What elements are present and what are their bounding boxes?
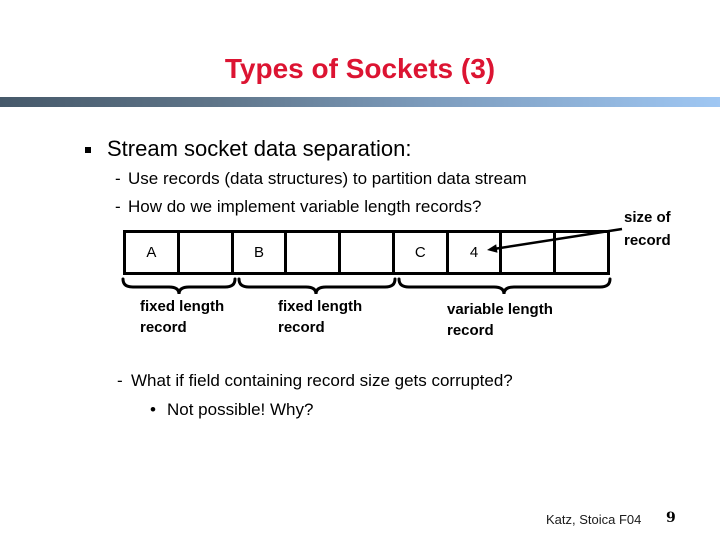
record-cell-empty-2	[287, 233, 342, 272]
record-cell-c: C	[395, 233, 449, 272]
sub-bullet-2-dash: -	[115, 197, 121, 216]
brace-fixed-record-2	[237, 277, 397, 295]
record-cell-b: B	[234, 233, 288, 272]
accent-bar	[0, 97, 720, 107]
label-line: fixed length	[140, 298, 225, 315]
size-of-record-label-line2: record	[624, 232, 671, 249]
size-of-record-label: size of record	[624, 206, 671, 252]
brace-fixed-record-1	[121, 277, 237, 295]
bullet-main: Stream socket data separation:	[107, 136, 412, 161]
variable-length-record-label: variable length record	[447, 299, 553, 341]
label-line: record	[447, 322, 494, 339]
footer-credit: Katz, Stoica F04	[546, 512, 642, 527]
brace-variable-record	[397, 277, 612, 295]
record-cell-empty-3	[341, 233, 395, 272]
answer-bullet-text: Not possible! Why?	[167, 400, 314, 419]
label-line: record	[278, 319, 325, 336]
label-line: variable length	[447, 301, 553, 318]
page-title: Types of Sockets (3)	[224, 53, 496, 84]
sub-bullet-1-text: Use records (data structures) to partiti…	[128, 169, 527, 188]
page-number: 9	[666, 510, 676, 526]
record-stream-row: A B C 4	[123, 230, 610, 275]
square-bullet-icon	[85, 147, 91, 153]
record-cell-a: A	[126, 233, 180, 272]
question-bullet-dash: -	[117, 371, 123, 390]
question-bullet-text: What if field containing record size get…	[131, 371, 513, 390]
answer-bullet-dot: •	[150, 400, 156, 419]
record-cell-empty-1	[180, 233, 234, 272]
record-cell-empty-4	[502, 233, 557, 272]
record-cell-size-4: 4	[449, 233, 503, 272]
size-of-record-label-line1: size of	[624, 209, 671, 226]
sub-bullet-1-dash: -	[115, 169, 121, 188]
sub-bullet-2-text: How do we implement variable length reco…	[128, 197, 482, 216]
fixed-length-record-label-1: fixed length record	[140, 296, 224, 338]
label-line: record	[140, 319, 187, 336]
record-cell-empty-5	[556, 233, 607, 272]
label-line: fixed length	[278, 298, 363, 315]
fixed-length-record-label-2: fixed length record	[278, 296, 362, 338]
